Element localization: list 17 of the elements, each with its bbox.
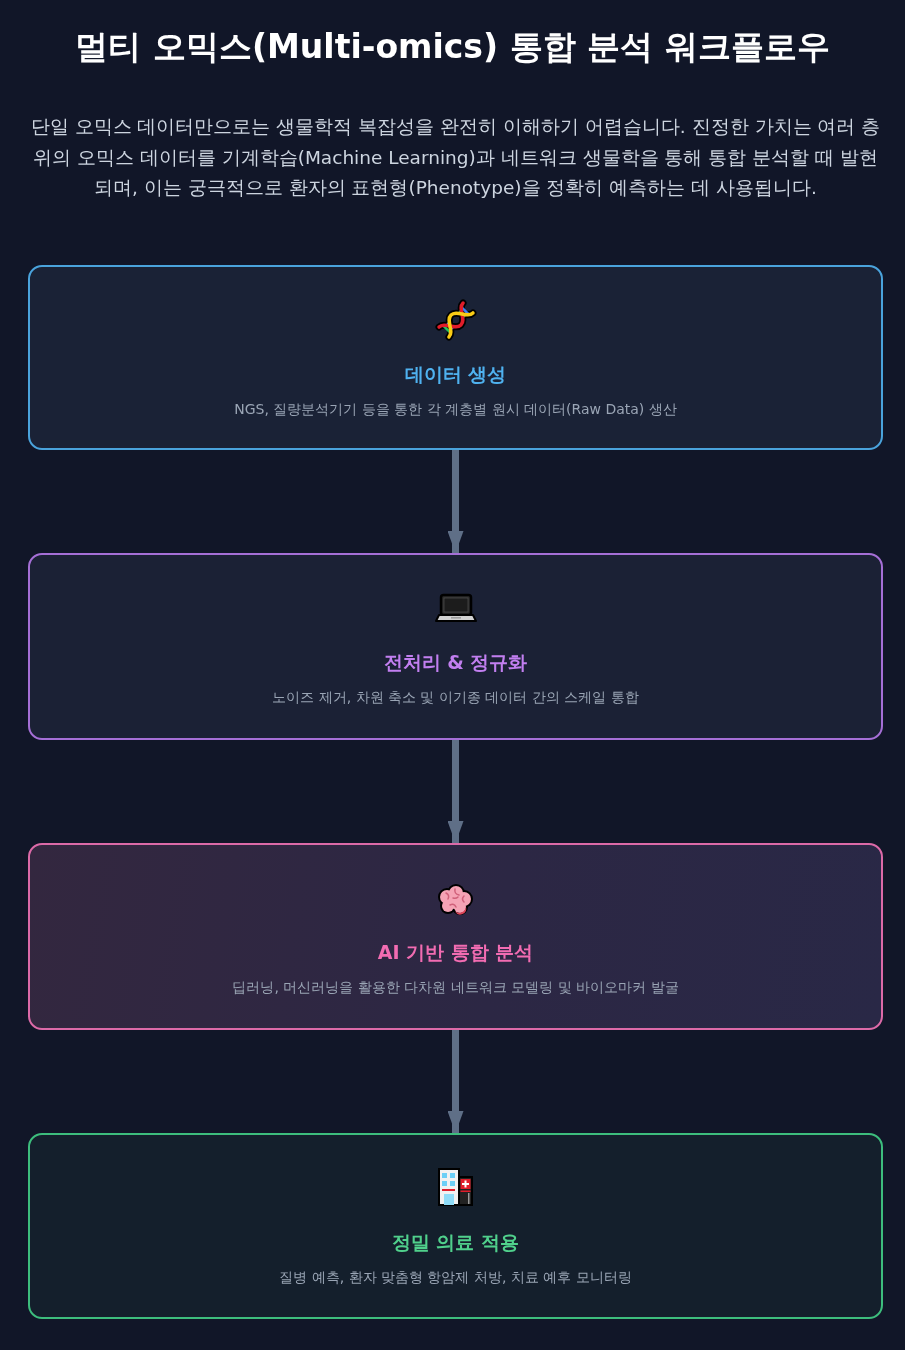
process-box [28,1133,883,1319]
process-box [28,265,883,450]
box-heading: 정밀 의료 적용 [391,1230,520,1255]
intro-paragraph: 단일 오믹스 데이터만으로는 생물학적 복잡성을 완전히 이해하기 어렵습니다. 진정한 가치는 여러 층위의 오믹스 데이터를 기계학습(Machine Learning)과 네트워크 생물학을 통해 통합 분석할 때 발현되며, 이는 궁극적으로 환자의 표현형(Phenotype)을 정확히 예측하는 데 사용됩니다. [29,115,882,200]
arrow [447,450,464,553]
box-description: 노이즈 제거, 차원 축소 및 이기종 데이터 간의 스케일 통합 [272,688,639,707]
title: 멀티 오믹스(Multi-omics) 통합 분석 워크플로우 [75,26,830,68]
box-heading: AI 기반 통합 분석 [377,940,534,965]
arrow [447,740,464,843]
process-box [28,553,883,740]
box-heading: 데이터 생성 [404,362,507,387]
box-description: 딥러닝, 머신러닝을 활용한 다차원 네트워크 모델링 및 바이오마커 발굴 [232,978,679,997]
process-box [28,843,883,1030]
arrow [447,1030,464,1133]
box-description: NGS, 질량분석기기 등을 통한 각 계층별 원시 데이터(Raw Data) 생산 [234,400,677,419]
box-description: 질병 예측, 환자 맞춤형 항암제 처방, 치료 예후 모니터링 [279,1268,632,1287]
box-heading: 전처리 & 정규화 [383,650,528,675]
